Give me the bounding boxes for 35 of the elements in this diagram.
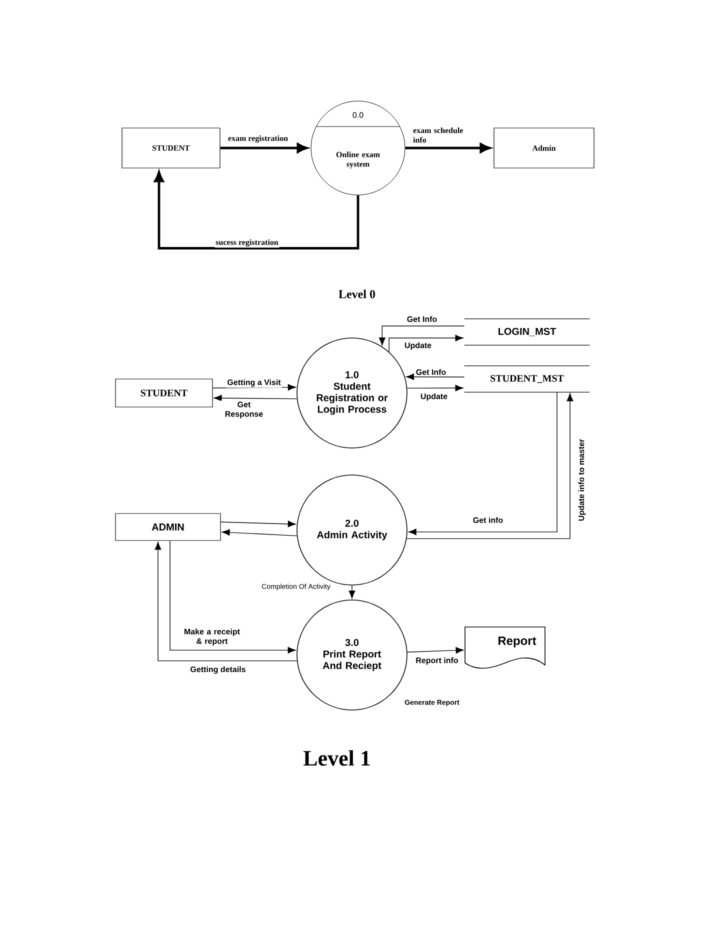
arrow	[170, 540, 296, 654]
arrow	[154, 171, 360, 250]
edge-label: Getting details	[189, 665, 247, 675]
edge-label: Getting a Visit	[226, 378, 282, 388]
arrow	[405, 143, 491, 153]
edge-label: exam registration	[226, 134, 290, 144]
arrow	[388, 334, 464, 352]
arrow	[406, 647, 464, 654]
arrow	[378, 326, 465, 346]
arrow	[154, 542, 298, 662]
arrow	[348, 585, 356, 599]
section-heading: Level 0	[338, 290, 376, 298]
edge-label: sucess registration	[214, 238, 280, 248]
arrow	[222, 529, 298, 536]
section-heading: Level 1	[303, 750, 370, 766]
edge-label: Get Response	[220, 400, 268, 420]
edge-label: Get info	[472, 516, 504, 524]
entity-box: STUDENT	[122, 128, 220, 168]
arrow	[406, 384, 464, 392]
entity-box: STUDENT	[115, 378, 213, 408]
edge-label: Update	[419, 392, 449, 402]
arrow	[214, 394, 298, 402]
arrow	[406, 374, 465, 380]
edge-label: Get Info	[406, 315, 438, 323]
edge-label: Report info	[414, 656, 460, 666]
arrow	[220, 143, 308, 153]
arrow	[220, 520, 296, 528]
edge-label: Make a receipt & report	[175, 628, 249, 646]
edge-label: exam schedule info	[412, 126, 468, 144]
entity-box: Admin	[494, 128, 594, 168]
edge-label: Update info to master	[577, 438, 587, 522]
data-store: STUDENT_MST	[464, 365, 590, 393]
entity-box: ADMIN	[115, 513, 221, 541]
edge-label: Get Info	[414, 368, 448, 376]
data-store: LOGIN_MST	[464, 318, 590, 346]
